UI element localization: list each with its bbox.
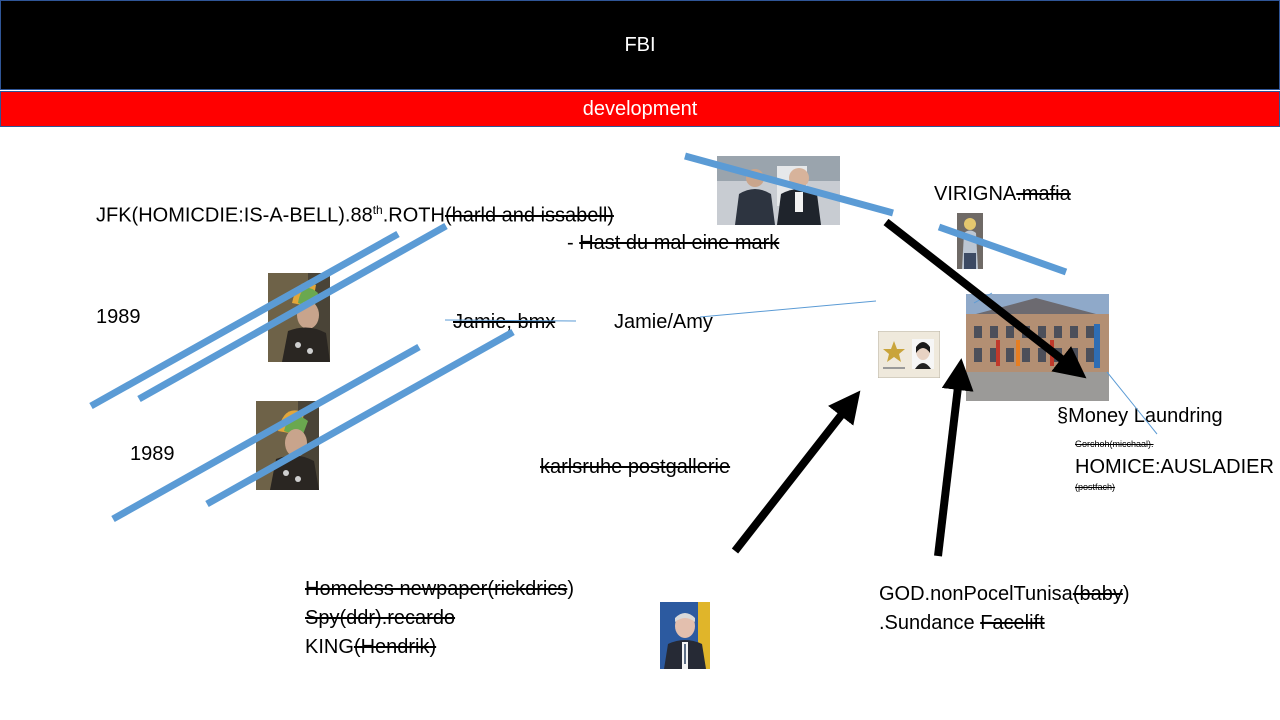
homeless-close: ) [567, 578, 574, 600]
subheader-bar: development [0, 91, 1280, 127]
god-close: ) [1122, 583, 1130, 605]
homeless-note: Homeless newpaper(rickdrics) [305, 577, 574, 601]
jamie-amy-note: Jamie/Amy [614, 311, 713, 333]
blue-strike-line [937, 223, 1068, 276]
blue-strike-line [89, 230, 400, 410]
arrow-to-id-card [731, 390, 861, 554]
money-laundring-note: §Money Laundring [1057, 405, 1223, 427]
virigna-text: VIRIGNA [934, 183, 1017, 205]
sundance-text: .Sundance [879, 612, 981, 634]
hast-note: - Hast du mal eine mark [567, 231, 779, 255]
blue-strike-line [111, 343, 421, 523]
year-label-1: 1989 [96, 306, 141, 328]
thin-connector-line [699, 300, 877, 318]
thin-connector-line [1106, 371, 1158, 435]
jfk-struck: (harld and issabell) [444, 204, 614, 227]
jfk-superscript: th [372, 203, 383, 217]
jfk-note: JFK(HOMICDIE:IS-A-BELL).88th.ROTH(harld … [96, 203, 614, 228]
king-struck: (Hendrik) [353, 636, 437, 658]
subheader-label: development [582, 97, 698, 120]
arrow-to-building [883, 218, 1087, 379]
jamie-bmx-note: Jamie, bmx [453, 311, 556, 333]
photo-id-card [878, 331, 940, 378]
photo-two-men [717, 156, 840, 225]
homice-note: HOMICE:AUSLADIER [1075, 456, 1274, 478]
thin-connector-line [444, 319, 577, 322]
header-bar: FBI [0, 0, 1280, 90]
god-struck: (baby [1072, 583, 1123, 605]
gorchoh-note: Gorchoh(micchaal). [1075, 439, 1154, 449]
king-note: KING(Hendrik) [305, 635, 436, 659]
blue-strike-line [205, 328, 515, 508]
king-text: KING [305, 636, 354, 658]
hast-dash: - [567, 232, 580, 254]
header-title: FBI [624, 33, 656, 56]
photo-king [660, 602, 710, 669]
jfk-roth: .ROTH [382, 204, 445, 227]
jfk-text: JFK(HOMICDIE:IS-A-BELL).88 [96, 204, 373, 227]
virigna-note: VIRIGNA.mafia [934, 182, 1071, 206]
god-note: GOD.nonPocelTunisa(baby) [879, 582, 1130, 606]
spy-note: Spy(ddr).recardo [305, 607, 456, 629]
sundance-note: .Sundance Facelift [879, 611, 1045, 635]
karlsruhe-note: karlsruhe postgallerie [540, 456, 731, 478]
god-text: GOD.nonPocelTunisa [879, 583, 1073, 605]
postfach-note: (postfach) [1075, 482, 1116, 492]
blue-strike-line [137, 222, 448, 403]
blue-strike-line [684, 152, 894, 217]
homeless-struck: Homeless newpaper(rickdrics [305, 578, 568, 600]
virigna-struck: .mafia [1016, 183, 1071, 205]
sundance-struck: Facelift [980, 612, 1045, 634]
year-label-2: 1989 [130, 443, 175, 465]
arrow-to-building-bottom [934, 358, 974, 557]
hast-struck: Hast du mal eine mark [579, 232, 780, 254]
